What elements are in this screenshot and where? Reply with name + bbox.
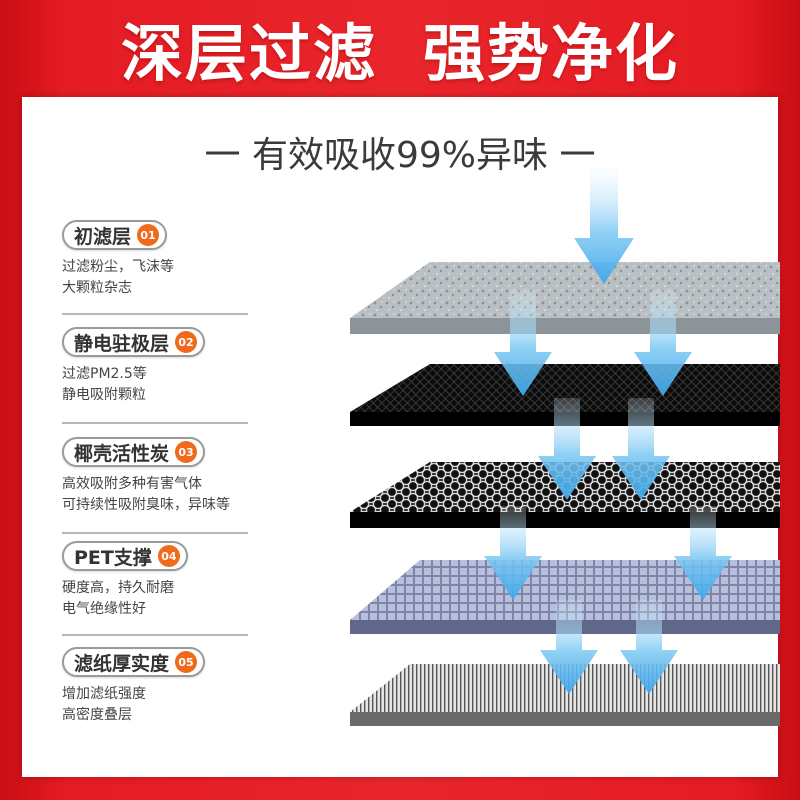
layer-desc-line: 过滤PM2.5等 [62,366,147,382]
filter-layer-5 [350,664,780,726]
layer-label-5: 滤纸厚实度 05 [62,647,206,677]
divider [62,634,248,636]
layer-desc-line: 可持续性吸附臭味，异味等 [62,497,230,513]
layer-info-4: PET支撑 04 硬度高，持久耐磨 电气绝缘性好 [62,541,252,620]
layer-name: PET支撑 [74,546,152,569]
layer-number-badge: 03 [175,441,198,463]
layer-name: 滤纸厚实度 [74,652,170,675]
airflow-arrows [484,168,732,694]
layer-description: 过滤粉尘，飞沫等 大颗粒杂志 [62,257,252,299]
layer-label-3: 椰壳活性炭 03 [62,437,206,467]
airflow-arrow-icon [620,600,678,694]
layer-description: 增加滤纸强度 高密度叠层 [62,684,252,726]
airflow-arrow-icon [538,398,596,500]
layer-label-2: 静电驻极层 02 [62,327,206,357]
layer-info-2: 静电驻极层 02 过滤PM2.5等 静电吸附颗粒 [62,327,252,406]
layer-number-badge: 04 [157,545,180,567]
headline-right: 强势净化 [423,17,680,90]
layer-name: 椰壳活性炭 [74,442,170,465]
layer-desc-line: 高密度叠层 [62,707,132,723]
airflow-arrow-icon [574,168,634,284]
filter-layers-illustration [350,168,780,726]
subtitle: 一 有效吸收99%异味 一 [204,135,596,176]
layer-name: 静电驻极层 [74,332,170,355]
layer-info-5: 滤纸厚实度 05 增加滤纸强度 高密度叠层 [62,647,252,726]
layer-desc-line: 大颗粒杂志 [62,280,132,296]
airflow-arrow-icon [674,506,732,600]
layer-label-4: PET支撑 04 [62,541,188,571]
airflow-arrow-icon [612,398,670,500]
layer-info-1: 初滤层 01 过滤粉尘，飞沫等 大颗粒杂志 [62,220,252,299]
layer-number-badge: 02 [175,331,198,353]
layer-number-badge: 05 [175,651,198,673]
divider [62,532,248,534]
airflow-arrow-icon [634,290,692,396]
layer-label-1: 初滤层 01 [62,220,168,250]
layer-info-3: 椰壳活性炭 03 高效吸附多种有害气体 可持续性吸附臭味，异味等 [62,437,252,516]
divider [62,422,248,424]
airflow-arrow-icon [484,506,542,600]
layer-desc-line: 电气绝缘性好 [62,601,146,617]
layer-desc-line: 硬度高，持久耐磨 [62,580,174,596]
layer-number-badge: 01 [137,224,160,246]
filter-layer-1 [350,262,780,334]
layer-desc-line: 静电吸附颗粒 [62,387,146,403]
layer-description: 高效吸附多种有害气体 可持续性吸附臭味，异味等 [62,474,252,516]
layer-desc-line: 增加滤纸强度 [62,686,146,702]
layer-desc-line: 高效吸附多种有害气体 [62,476,202,492]
headline-banner: 深层过滤 强势净化 [0,6,800,90]
airflow-arrow-icon [494,290,552,396]
airflow-arrow-icon [540,600,598,694]
layer-description: 硬度高，持久耐磨 电气绝缘性好 [62,578,252,620]
layer-description: 过滤PM2.5等 静电吸附颗粒 [62,364,252,406]
layer-name: 初滤层 [74,225,132,248]
divider [62,313,248,315]
layer-desc-line: 过滤粉尘，飞沫等 [62,259,174,275]
headline-left: 深层过滤 [120,17,377,90]
